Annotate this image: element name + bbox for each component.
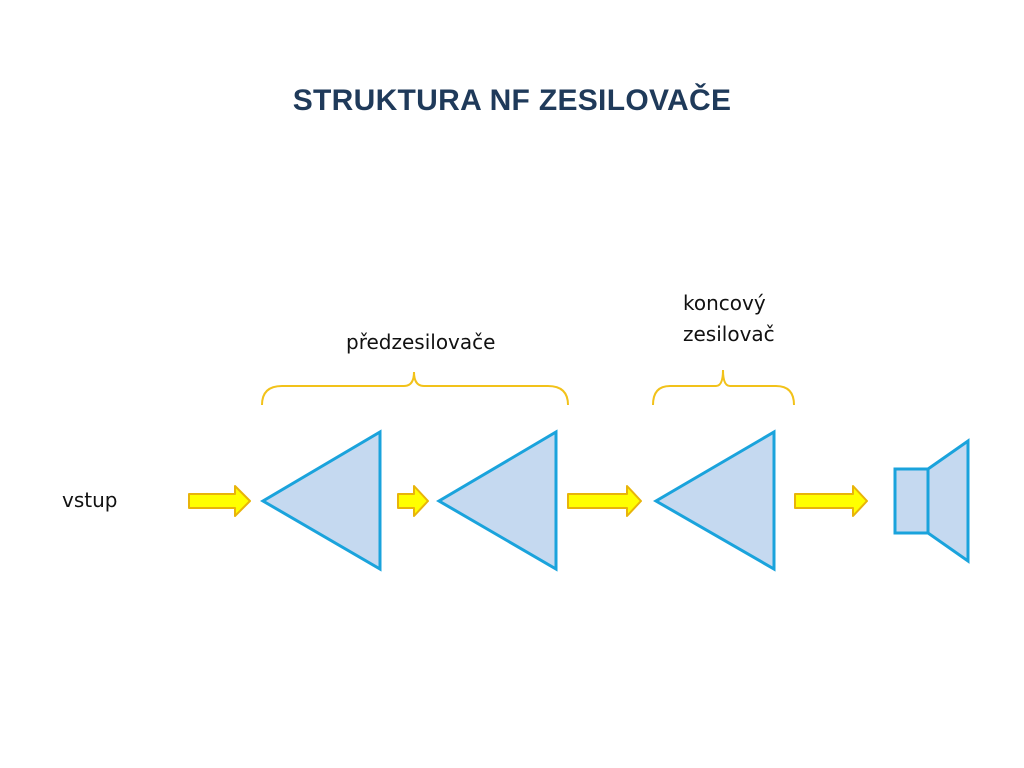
preamp-2-triangle-icon — [436, 429, 558, 572]
slide-title: STRUKTURA NF ZESILOVAČE — [292, 84, 732, 117]
input-arrow-icon — [188, 485, 251, 517]
final-amplifier-label: koncový zesilovač — [683, 288, 775, 350]
interstage-arrow-2-icon — [567, 485, 642, 517]
final-amp-triangle-icon — [653, 429, 776, 572]
interstage-arrow-1-icon — [397, 485, 429, 517]
final-amp-brace-icon — [652, 369, 795, 406]
loudspeaker-icon — [893, 438, 970, 564]
output-arrow-icon — [794, 485, 868, 517]
preamplifiers-label: předzesilovače — [346, 330, 496, 354]
input-label: vstup — [62, 488, 118, 512]
preamp-brace-icon — [261, 371, 569, 406]
final-amplifier-label-line1: koncový — [683, 291, 766, 315]
preamp-1-triangle-icon — [260, 429, 382, 572]
final-amplifier-label-line2: zesilovač — [683, 322, 775, 346]
